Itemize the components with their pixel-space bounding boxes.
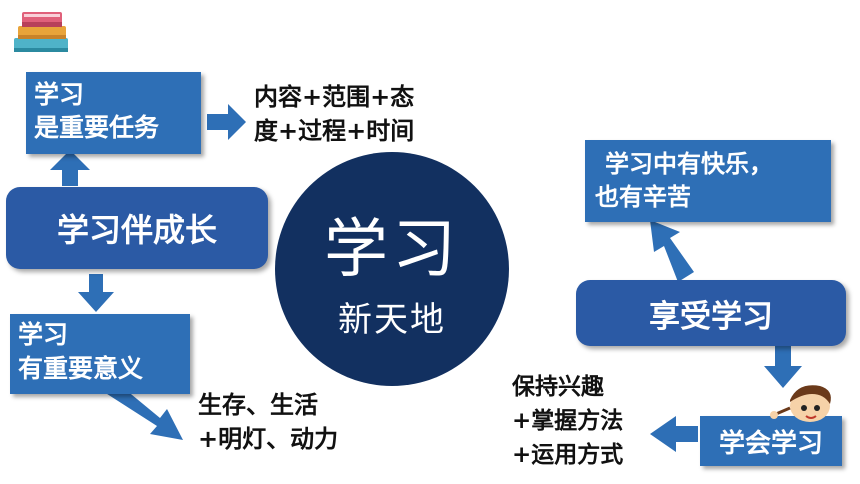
meaning-note: 生存、生活 +明灯、动力 [198,388,338,456]
grow-box-label: 学习伴成长 [56,211,217,249]
learn-note-line3: +运用方式 [512,442,624,468]
boy-mascot-icon [770,385,831,422]
meaning-box: 学习 有重要意义 [10,314,190,394]
learn-box-label: 学会学习 [718,428,823,459]
learn-box: 学会学习 [700,416,842,466]
center-title: 学习 [324,213,460,287]
books-icon [14,12,68,52]
task-note-line1: 内容+范围+态 [254,83,415,111]
arrow-up-left [50,150,90,186]
arrow-up-right [650,220,694,282]
joy-box-line1: 学习中有快乐， [605,150,773,178]
task-box: 学习 是重要任务 [26,72,201,154]
joy-box-line2: 也有辛苦 [595,183,691,211]
task-note: 内容+范围+态 度+过程+时间 [254,80,414,148]
enjoy-box: 享受学习 [576,280,846,346]
arrow-down-left [78,274,114,312]
arrow-diagonal-meaning [104,380,183,440]
center-circle: 学习 新天地 [275,152,509,386]
meaning-note-line1: 生存、生活 [198,391,318,419]
task-note-line2: 度+过程+时间 [254,117,415,145]
task-box-line2: 是重要任务 [34,113,160,142]
learn-note-line2: +掌握方法 [512,408,624,434]
meaning-note-line2: +明灯、动力 [198,425,339,453]
meaning-box-line2: 有重要意义 [18,354,144,383]
task-box-line1: 学习 [34,80,85,109]
learn-note: 保持兴趣 +掌握方法 +运用方式 [512,370,623,472]
learn-note-line1: 保持兴趣 [512,374,604,400]
enjoy-box-label: 享受学习 [649,298,773,335]
grow-box: 学习伴成长 [6,187,268,269]
arrow-left-learn [650,416,698,452]
meaning-box-line1: 学习 [18,320,69,349]
center-subtitle: 新天地 [338,300,446,340]
arrow-right-task [207,104,246,140]
joy-box: 学习中有快乐， 也有辛苦 [585,140,831,222]
arrow-down-right [764,346,802,388]
